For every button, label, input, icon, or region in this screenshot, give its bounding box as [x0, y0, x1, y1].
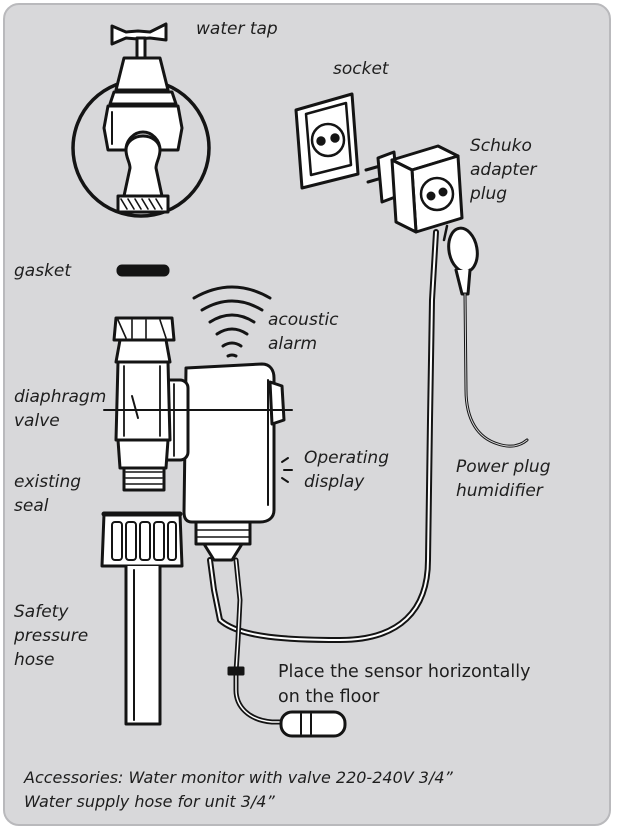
- label-water-tap: water tap: [196, 17, 278, 41]
- tap-thread: [118, 196, 168, 212]
- floor-sensor: [281, 712, 345, 736]
- label-socket: socket: [333, 57, 389, 81]
- tap-body-top: [116, 58, 168, 90]
- monitor-cable-gland: [196, 522, 250, 544]
- humidifier-plug: [444, 226, 527, 446]
- label-safety-pressure-hose: Safety pressure hose: [14, 600, 88, 672]
- label-sensor-instruction: Place the sensor horizontally on the flo…: [278, 660, 530, 710]
- humidifier-plug-neck: [456, 270, 470, 294]
- label-diaphragm-valve: diaphragm valve: [14, 385, 106, 433]
- humidifier-plug-body: [445, 226, 480, 274]
- hose-tube: [126, 566, 160, 724]
- wall-socket: [296, 94, 358, 188]
- water-tap: [73, 24, 209, 216]
- monitor-side-knob: [270, 382, 284, 424]
- label-operating-display: Operating display: [304, 446, 389, 494]
- tap-spout: [124, 136, 162, 196]
- gasket-ring: [118, 266, 168, 275]
- sensor-cable-clip: [229, 668, 243, 674]
- tap-stem: [137, 38, 145, 58]
- socket-hole-right: [332, 135, 338, 141]
- footer-accessories-line2: Water supply hose for unit 3/4”: [24, 790, 275, 814]
- label-acoustic-alarm: acoustic alarm: [268, 308, 339, 356]
- sensor-body: [281, 712, 345, 736]
- label-gasket: gasket: [14, 259, 71, 283]
- label-existing-seal: existing seal: [14, 470, 81, 518]
- schuko-adapter: [366, 146, 462, 232]
- tap-collar: [110, 92, 176, 104]
- adapter-front-face: [412, 156, 462, 232]
- footer-accessories-line1: Accessories: Water monitor with valve 22…: [24, 766, 453, 790]
- label-power-plug-humidifier: Power plug humidifier: [456, 455, 551, 503]
- sensor-cable-inner: [236, 560, 282, 722]
- acoustic-waves: [194, 287, 270, 356]
- adapter-side-face: [392, 160, 416, 232]
- valve-hex-lower: [118, 440, 168, 468]
- valve-hex-upper: [116, 340, 170, 362]
- safety-pressure-hose: [102, 514, 182, 724]
- humidifier-cable: [465, 294, 527, 446]
- socket-hole-left: [318, 138, 324, 144]
- sensor-cable-outer: [236, 560, 282, 722]
- label-schuko-adapter-plug: Schuko adapter plug: [470, 134, 537, 206]
- monitor-body: [184, 364, 274, 522]
